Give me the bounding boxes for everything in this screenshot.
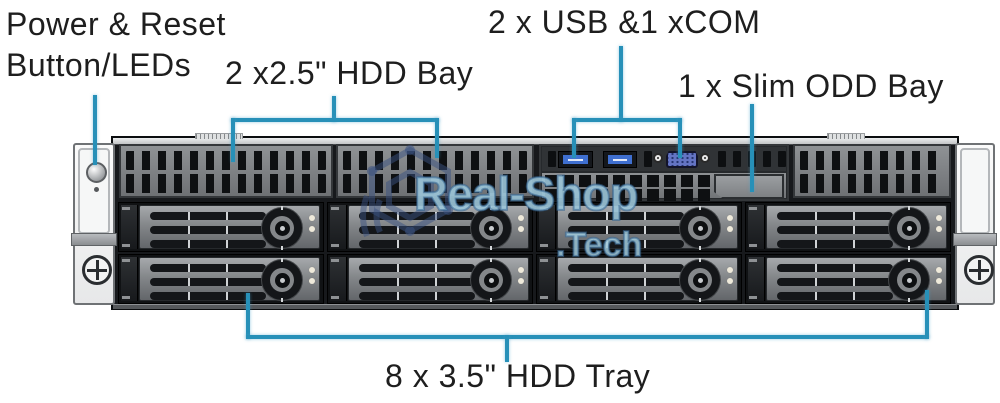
- usb-com-bracket-drop-left: [572, 118, 576, 158]
- label-power-reset-line2: Button/LEDs: [6, 47, 192, 83]
- vent-slot: [778, 151, 786, 167]
- label-power-reset-line1: Power & Reset: [6, 6, 226, 42]
- hdd-bay-bracket-drop-right: [435, 118, 439, 158]
- usb-com-bracket-tick: [619, 46, 623, 122]
- usb-com-bracket-drop-right: [678, 118, 682, 158]
- chassis-bottom-edge: [113, 304, 957, 309]
- hdd-tray-2: [327, 202, 533, 252]
- tray-leds: [936, 215, 942, 232]
- io-strip: [542, 147, 786, 171]
- tray-lock-icon: [680, 258, 720, 302]
- usb-com-bracket-bar: [572, 118, 682, 122]
- vent-slot: [644, 151, 652, 167]
- hdd-tray-4: [745, 202, 951, 252]
- hdd-tray-8: [745, 254, 951, 304]
- slim-odd-bay-panel: [714, 174, 784, 199]
- label-usb-com: 2 x USB &1 xCOM: [488, 4, 761, 40]
- io-lower-vents: [542, 173, 786, 201]
- tray-latch: [330, 257, 347, 301]
- tray-latch: [121, 205, 138, 249]
- vent-slot: [718, 151, 726, 167]
- hdd-tray-bracket-bar: [246, 335, 929, 339]
- rack-ear-left: [71, 143, 117, 305]
- hdd-bay-bracket-bar: [231, 118, 439, 122]
- tray-lock-icon: [471, 206, 511, 250]
- vga-screw-icon: [700, 153, 710, 163]
- hdd-tray-1: [118, 202, 324, 252]
- hdd-bay-bracket-drop-left: [231, 118, 235, 162]
- hdd25-bay-grille-left: [119, 144, 333, 198]
- front-io-panel: [539, 144, 789, 201]
- hdd-tray-bracket-riser-left: [246, 293, 250, 339]
- hdd-tray-6: [327, 254, 533, 304]
- hdd-tray-3: [536, 202, 742, 252]
- hdd-tray-bracket-tick: [505, 335, 509, 362]
- usb-port-icon: [603, 151, 637, 168]
- thumbscrew-icon: [82, 255, 112, 285]
- vga-com-port-icon: [666, 151, 698, 168]
- vent-slot: [548, 151, 556, 167]
- hdd-tray-7: [536, 254, 742, 304]
- hdd-bay-bracket-tick: [332, 96, 336, 122]
- hdd-tray-5: [118, 254, 324, 304]
- rack-ear-right-divider: [953, 233, 997, 246]
- tray-leds: [518, 267, 524, 284]
- odd-bay-callout-line: [750, 104, 754, 192]
- tray-leds: [309, 215, 315, 232]
- chassis-top-tab: [195, 133, 243, 139]
- tray-lock-icon: [680, 206, 720, 250]
- chassis-top-tab: [827, 133, 865, 139]
- tray-lock-icon: [889, 206, 929, 250]
- label-35-hdd-tray: 8 x 3.5" HDD Tray: [385, 358, 651, 394]
- tray-latch: [748, 205, 765, 249]
- rack-ear-right: [953, 143, 997, 305]
- tray-latch: [330, 205, 347, 249]
- tray-leds: [309, 267, 315, 284]
- tray-latch: [121, 257, 138, 301]
- tray-lock-icon: [262, 206, 302, 250]
- hdd25-bay-grille-right: [793, 144, 951, 198]
- label-slim-odd-bay: 1 x Slim ODD Bay: [678, 68, 944, 104]
- label-25-hdd-bay: 2 x2.5" HDD Bay: [225, 55, 474, 91]
- rack-ear-left-divider: [71, 233, 117, 246]
- tray-leds: [936, 267, 942, 284]
- chassis-body: [113, 133, 957, 309]
- tray-lock-icon: [889, 258, 929, 302]
- rack-ear-right-panel: [960, 148, 990, 234]
- tray-latch: [748, 257, 765, 301]
- tray-leds: [727, 267, 733, 284]
- power-callout-line: [93, 95, 97, 165]
- tray-lock-icon: [262, 258, 302, 302]
- vga-screw-icon: [653, 153, 663, 163]
- vent-slot: [763, 151, 771, 167]
- tray-leds: [518, 215, 524, 232]
- tray-latch: [539, 257, 556, 301]
- vent-row: [545, 189, 713, 201]
- tray-latch: [539, 205, 556, 249]
- label-power-reset: Power & Reset Button/LEDs: [6, 4, 226, 86]
- power-led-icon: [94, 187, 99, 192]
- vent-slot: [733, 151, 741, 167]
- thumbscrew-icon: [964, 255, 994, 285]
- hdd-tray-bracket-riser-right: [925, 290, 929, 339]
- tray-leds: [727, 215, 733, 232]
- vent-row: [545, 175, 713, 187]
- chassis-lid-edge: [113, 138, 957, 145]
- power-button-icon: [86, 162, 107, 183]
- tray-lock-icon: [471, 258, 511, 302]
